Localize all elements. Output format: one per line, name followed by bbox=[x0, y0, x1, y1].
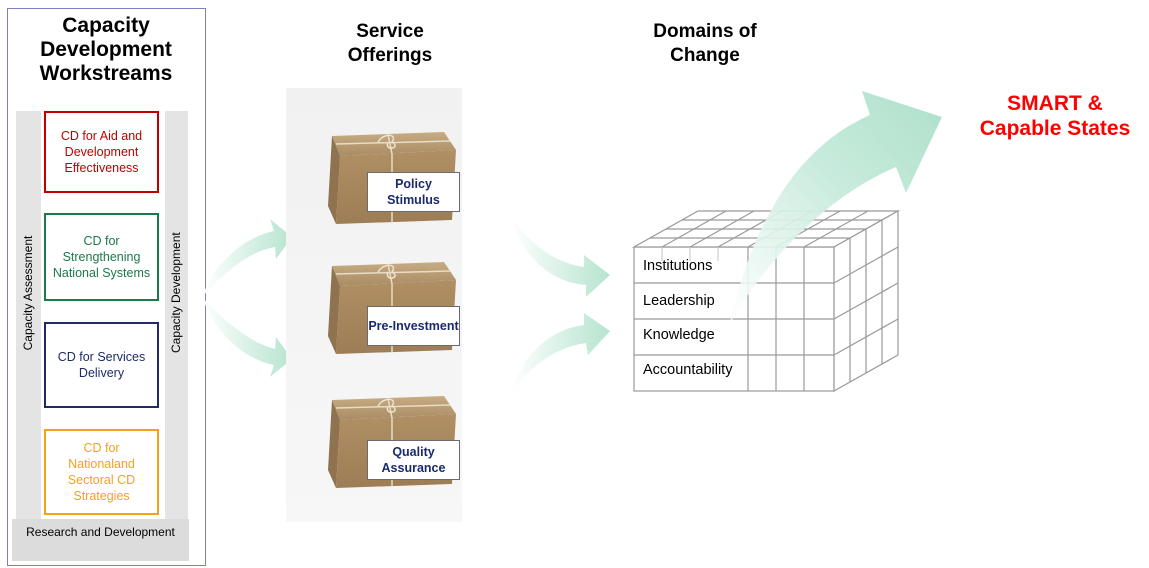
domains-cube bbox=[631, 209, 901, 393]
workstream-national-systems: CD for Strengthening National Systems bbox=[44, 213, 159, 301]
domains-title: Domains of Change bbox=[653, 21, 757, 66]
domain-institutions: Institutions bbox=[643, 258, 713, 274]
service-pre-investment: Pre-Investment bbox=[367, 306, 460, 346]
domain-knowledge: Knowledge bbox=[643, 327, 715, 343]
outcome-label: SMART & Capable States bbox=[979, 92, 1131, 140]
workstream-services-delivery: CD for Services Delivery bbox=[44, 322, 159, 408]
workstreams-title: Capacity Development Workstreams bbox=[39, 14, 173, 85]
upper-split-arrow bbox=[202, 219, 292, 297]
lower-split-arrow bbox=[202, 297, 292, 377]
workstreams-panel bbox=[7, 8, 206, 566]
rising-arrow bbox=[730, 91, 942, 323]
domain-leadership: Leadership bbox=[643, 293, 715, 309]
research-development-label: Research and Development bbox=[12, 519, 189, 561]
service-policy-stimulus: Policy Stimulus bbox=[367, 172, 460, 212]
capacity-development-label: Capacity Development bbox=[169, 232, 183, 353]
service-quality-assurance: Quality Assurance bbox=[367, 440, 460, 480]
lower-service-arrow bbox=[510, 313, 610, 395]
upper-service-arrow bbox=[510, 215, 610, 297]
capacity-assessment-label: Capacity Assessment bbox=[21, 235, 35, 351]
workstream-aid-effectiveness: CD for Aid and Development Effectiveness bbox=[44, 111, 159, 193]
service-arrows bbox=[510, 215, 610, 395]
split-arrows bbox=[202, 219, 292, 377]
services-title: Service Offerings bbox=[347, 21, 433, 66]
workstream-cd-strategies: CD for Nationaland Sectoral CD Strategie… bbox=[44, 429, 159, 515]
domain-accountability: Accountability bbox=[643, 362, 733, 378]
